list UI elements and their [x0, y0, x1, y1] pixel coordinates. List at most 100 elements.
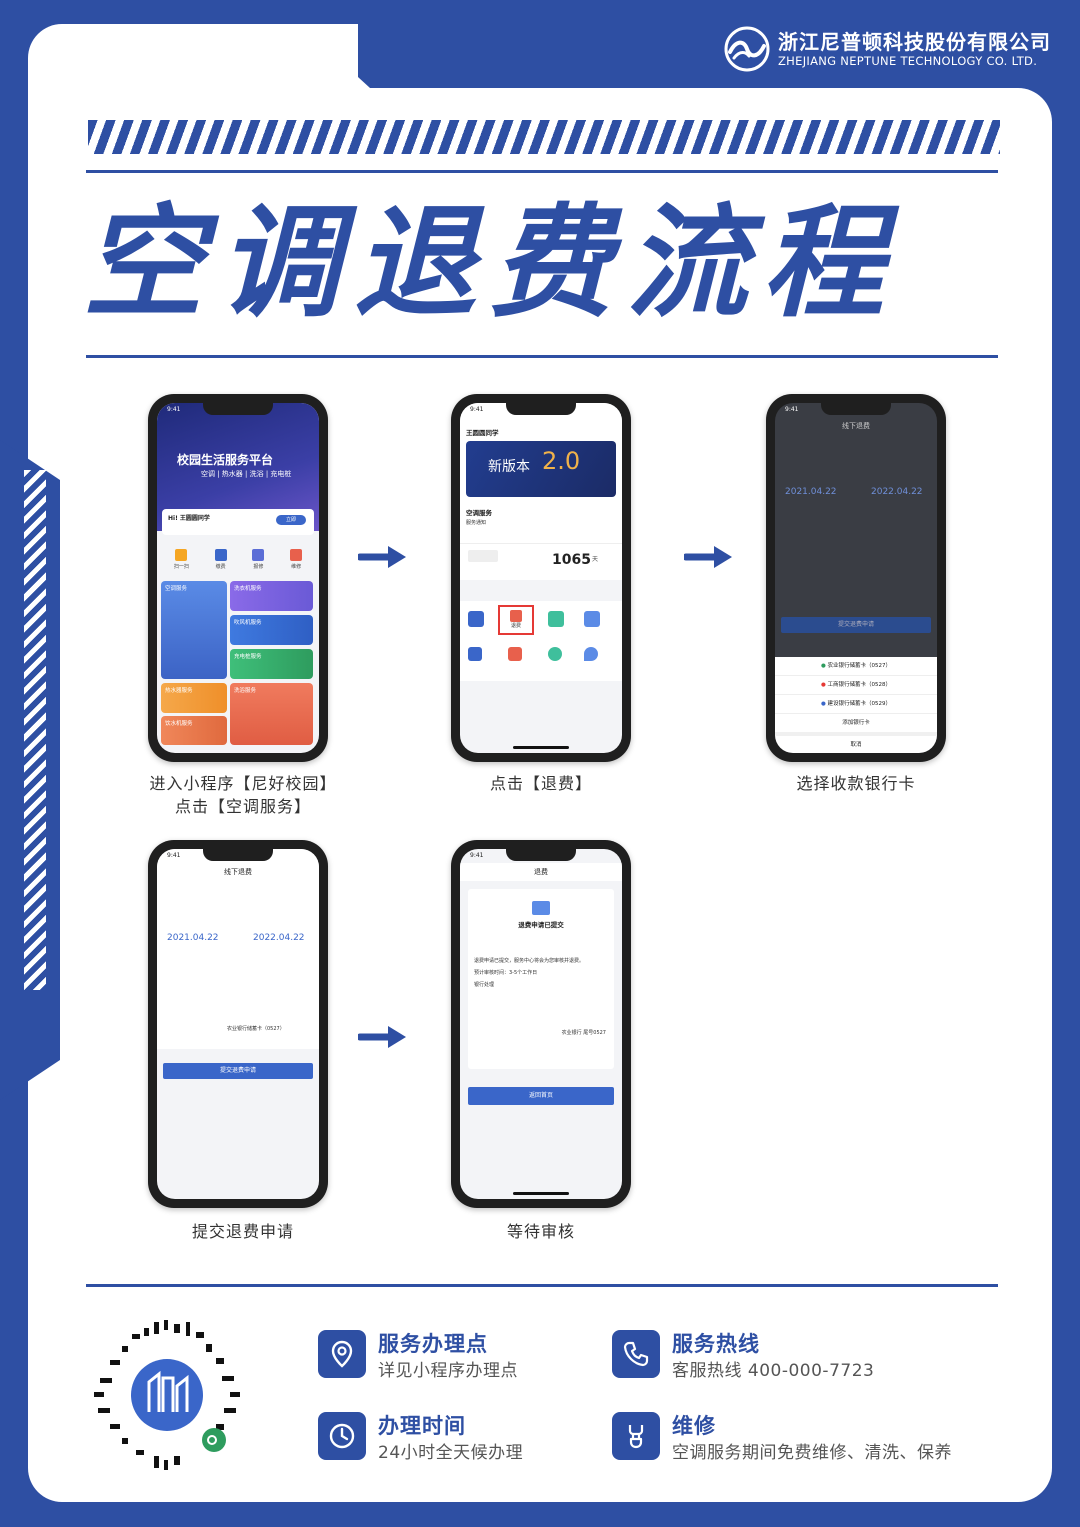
phone-icon [612, 1330, 660, 1378]
platform-sub: 空调 | 热水器 | 洗浴 | 充电桩 [201, 470, 292, 478]
card-icon [532, 901, 550, 915]
hours-desc: 24小时全天候办理 [378, 1443, 524, 1463]
status-time: 9:41 [470, 406, 484, 413]
faq-icon[interactable] [548, 647, 562, 661]
phone-screen: 9:41 王圆圆同学 新版本 2.0 空调服务 服务通知 1065 天 退费 [460, 403, 622, 753]
platform-title: 校园生活服务平台 [177, 453, 274, 467]
location-icon[interactable] [584, 647, 598, 661]
phone-screen: 9:41 线下退费 2021.04.22 2022.04.22 提交退费申请 ●… [775, 403, 937, 753]
scan-icon [175, 549, 188, 561]
refund-info-icon[interactable] [508, 647, 522, 661]
caption-step-2: 点击【退费】 [489, 774, 592, 793]
phone-screen: 9:41 退费 退费申请已提交 退费申请已提交，服务中心将会为您审核并退费。 预… [460, 849, 622, 1199]
start-date: 2021.04.22 [167, 933, 219, 943]
hotline-title: 服务热线 [672, 1332, 760, 1356]
aircon-repair-icon[interactable] [584, 611, 600, 627]
back-home-button[interactable]: 返回首页 [468, 1087, 614, 1105]
arrow-right-icon [358, 1026, 406, 1048]
refund-icon [510, 610, 522, 622]
tile-dispenser[interactable]: 饮水机服务 [161, 716, 227, 745]
remaining-days: 1065 [552, 552, 591, 568]
cancel-button[interactable]: 取消 [850, 742, 862, 748]
start-date: 2021.04.22 [785, 487, 837, 497]
submit-button-dim: 提交退费申请 [781, 617, 931, 633]
bank-info: 农业银行 尾号0527 [561, 1030, 606, 1036]
status-time: 9:41 [167, 852, 181, 859]
divider-bottom [86, 1284, 998, 1287]
wrench-icon [612, 1412, 660, 1460]
submitted-status: 退费申请已提交 [518, 921, 564, 929]
days-card: 1065 天 [460, 543, 622, 580]
home-indicator [513, 1192, 569, 1195]
caption-step-3: 选择收款银行卡 [796, 774, 916, 793]
menu-repair[interactable]: 维修 [290, 549, 303, 570]
caption-step-4: 提交退费申请 [191, 1222, 294, 1241]
add-bank-button[interactable]: 添加银行卡 [775, 714, 937, 736]
miniprogram-qr-icon[interactable] [92, 1320, 242, 1470]
phone-step-3: 9:41 线下退费 2021.04.22 2022.04.22 提交退费申请 ●… [766, 394, 946, 762]
renew-icon[interactable] [468, 611, 484, 627]
arrow-right-icon [358, 546, 406, 568]
card-tab-slope [300, 24, 370, 88]
bank-sheet: ● 农业银行储蓄卡（0527） ● 工商银行储蓄卡（0528） ● 建设银行储蓄… [775, 657, 937, 753]
appointment-icon[interactable] [468, 647, 482, 661]
page-title: 空调退费流程 [82, 192, 898, 334]
phone-step-5: 9:41 退费 退费申请已提交 退费申请已提交，服务中心将会为您审核并退费。 预… [451, 840, 631, 1208]
phone-screen: 9:41 校园生活服务平台 空调 | 热水器 | 洗浴 | 充电桩 Hi! 王圆… [157, 403, 319, 753]
tile-aircon[interactable]: 空调服务 [161, 581, 227, 679]
phone-screen: 9:41 线下退费 2021.04.22 2022.04.22 农业银行储蓄卡（… [157, 849, 319, 1199]
greeting-button[interactable]: 立即 [276, 515, 306, 525]
review-notes: 退费申请已提交，服务中心将会为您审核并退费。 预计审核时间：3-5个工作日 银行… [474, 958, 585, 988]
phone-step-2: 9:41 王圆圆同学 新版本 2.0 空调服务 服务通知 1065 天 退费 [451, 394, 631, 762]
phone-notch [506, 403, 576, 415]
home-indicator [513, 746, 569, 749]
phone-step-1: 9:41 校园生活服务平台 空调 | 热水器 | 洗浴 | 充电桩 Hi! 王圆… [148, 394, 328, 762]
side-stripes [24, 470, 46, 990]
bank-option-1[interactable]: ● 农业银行储蓄卡（0527） [775, 657, 937, 676]
caption-step-5: 等待审核 [506, 1222, 575, 1241]
service-point-title: 服务办理点 [378, 1332, 488, 1356]
bank-selected[interactable]: 农业银行储蓄卡（0527） [227, 1026, 285, 1032]
user-name: 王圆圆同学 [466, 429, 499, 437]
status-time: 9:41 [167, 406, 181, 413]
refund-highlight[interactable]: 退费 [498, 605, 534, 635]
nav-title: 线下退费 [842, 422, 870, 430]
screen-top [157, 849, 319, 1049]
days-unit: 天 [592, 556, 599, 563]
pay-icon [214, 549, 227, 561]
tile-waterheater[interactable]: 热水器服务 [161, 683, 227, 713]
phone-notch [203, 849, 273, 861]
version-banner: 新版本 2.0 [466, 441, 616, 497]
end-date: 2022.04.22 [253, 933, 305, 943]
company-name-en: ZHEJIANG NEPTUNE TECHNOLOGY CO. LTD. [778, 54, 1038, 68]
phone-notch [506, 849, 576, 861]
aircon-icon [468, 550, 498, 562]
clock-icon [318, 1412, 366, 1460]
bank-option-3[interactable]: ● 建设银行储蓄卡（0529） [775, 695, 937, 714]
bank-option-2[interactable]: ● 工商银行储蓄卡（0528） [775, 676, 937, 695]
menu-pay[interactable]: 缴费 [214, 549, 227, 570]
arrow-right-icon [684, 546, 732, 568]
greeting-card: Hi! 王圆圆同学 立即 [162, 509, 314, 535]
info-hotline: 服务热线 客服热线 400-000-7723 [612, 1330, 874, 1384]
tile-shower[interactable]: 洗浴服务 [230, 683, 313, 745]
menu-scan[interactable]: 扫一扫 [174, 549, 189, 570]
submit-refund-button[interactable]: 提交退费申请 [163, 1063, 313, 1079]
hotline-desc[interactable]: 客服热线 400-000-7723 [672, 1361, 875, 1381]
info-service-point: 服务办理点 详见小程序办理点 [318, 1330, 518, 1384]
section-title: 空调服务 [466, 509, 492, 517]
repair-desc: 空调服务期间免费维修、清洗、保养 [672, 1443, 952, 1463]
menu-report[interactable]: 报修 [252, 549, 265, 570]
end-date: 2022.04.22 [871, 487, 923, 497]
company-logo: 浙江尼普顿科技股份有限公司 ZHEJIANG NEPTUNE TECHNOLOG… [724, 26, 1051, 72]
tile-charging[interactable]: 充电桩服务 [230, 649, 313, 679]
poster-card [28, 88, 1052, 1502]
repair-title: 维修 [672, 1414, 716, 1438]
quick-menu: 扫一扫 缴费 报修 维修 [161, 549, 315, 570]
report-icon[interactable] [548, 611, 564, 627]
status-time: 9:41 [785, 406, 799, 413]
phone-step-4: 9:41 线下退费 2021.04.22 2022.04.22 农业银行储蓄卡（… [148, 840, 328, 1208]
tile-washer[interactable]: 洗衣机服务 [230, 581, 313, 611]
tile-dryer[interactable]: 吹风机服务 [230, 615, 313, 645]
